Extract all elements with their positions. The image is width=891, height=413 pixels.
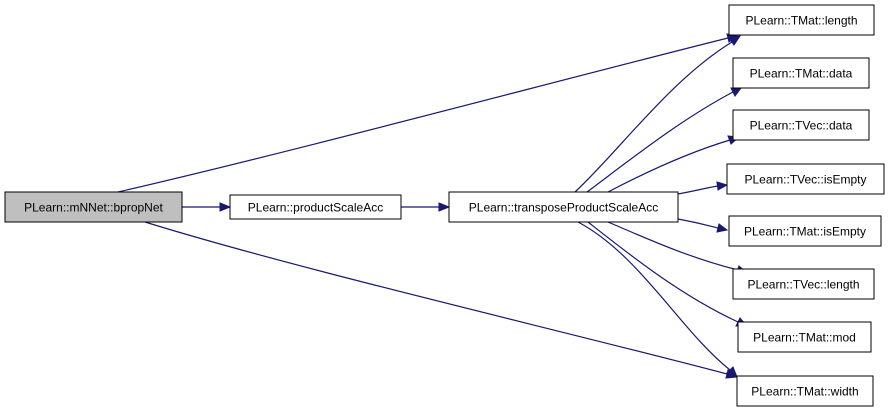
edge-bpropnet-to-productscaleacc — [182, 202, 232, 212]
node-transposeproductscaleacc[interactable]: PLearn::transposeProductScaleAcc — [448, 191, 679, 223]
edge-transposeproductscaleacc-to-tmat-width — [577, 221, 738, 378]
node-productscaleacc[interactable]: PLearn::productScaleAcc — [229, 194, 402, 220]
node-tvec-data[interactable]: PLearn::TVec::data — [732, 109, 870, 141]
node-tmat-width[interactable]: PLearn::TMat::width — [736, 375, 874, 407]
node-label: PLearn::TMat::data — [750, 67, 853, 81]
node-label: PLearn::TMat::mod — [753, 331, 856, 345]
edge-transposeproductscaleacc-to-tvec-isempty — [677, 181, 729, 195]
edge-bpropnet-to-tmat-length — [117, 33, 739, 193]
node-label: PLearn::productScaleAcc — [248, 201, 383, 215]
node-tmat-data[interactable]: PLearn::TMat::data — [732, 57, 870, 89]
edge-transposeproductscaleacc-to-tmat-data — [586, 87, 742, 193]
edge-bpropnet-to-tmat-width — [144, 221, 739, 379]
node-label: PLearn::TMat::isEmpty — [744, 225, 866, 239]
node-label: PLearn::TMat::length — [745, 14, 857, 28]
node-label: PLearn::TVec::length — [747, 278, 859, 292]
node-tvec-isempty[interactable]: PLearn::TVec::isEmpty — [726, 163, 885, 195]
node-bpropnet[interactable]: PLearn::mNNet::bpropNet — [4, 191, 183, 223]
edge-transposeproductscaleacc-to-tmat-length — [574, 35, 742, 193]
node-tmat-isempty[interactable]: PLearn::TMat::isEmpty — [728, 215, 882, 247]
node-label: PLearn::mNNet::bpropNet — [24, 201, 163, 215]
node-tmat-length[interactable]: PLearn::TMat::length — [728, 4, 875, 36]
node-label: PLearn::transposeProductScaleAcc — [469, 201, 658, 215]
node-label: PLearn::TVec::isEmpty — [744, 173, 866, 187]
node-label: PLearn::TVec::data — [750, 119, 853, 133]
node-tvec-length[interactable]: PLearn::TVec::length — [732, 268, 875, 300]
edge-transposeproductscaleacc-to-tmat-mod — [587, 221, 749, 327]
node-tmat-mod[interactable]: PLearn::TMat::mod — [737, 321, 872, 353]
edge-transposeproductscaleacc-to-tmat-isempty — [677, 218, 729, 233]
node-label: PLearn::TMat::width — [751, 385, 858, 399]
edge-productscaleacc-to-transposeproductscaleacc — [401, 202, 451, 212]
